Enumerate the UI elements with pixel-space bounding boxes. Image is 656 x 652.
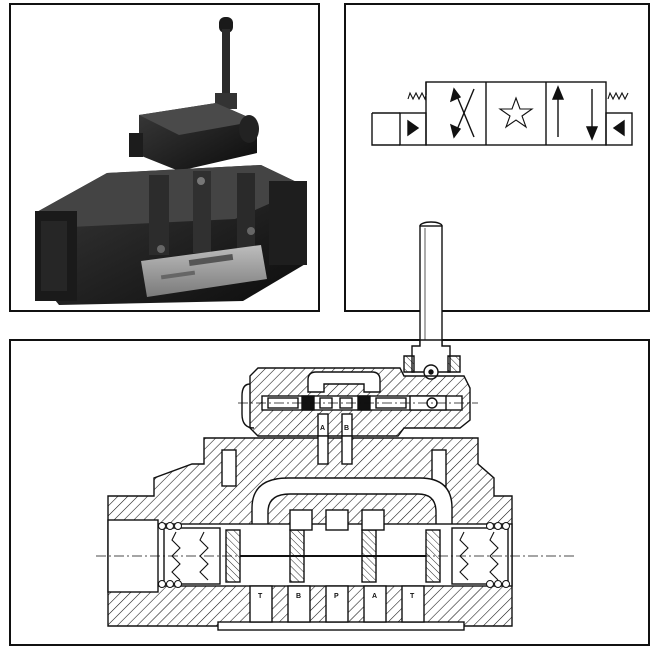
star-icon: [498, 96, 534, 129]
hydraulic-symbol: [371, 81, 633, 146]
left-spring: [407, 91, 427, 101]
left-actuator: [399, 112, 427, 146]
valve-photo: [35, 17, 307, 305]
valve-photo-panel: [9, 3, 320, 312]
right-spring: [607, 91, 629, 101]
cross-section-panel: [9, 339, 650, 646]
right-actuator: [605, 112, 633, 146]
name-plate: [141, 245, 267, 297]
right-end-cap: [269, 181, 307, 265]
hydraulic-symbol-panel: [344, 3, 650, 312]
handle-lever: [222, 29, 230, 95]
